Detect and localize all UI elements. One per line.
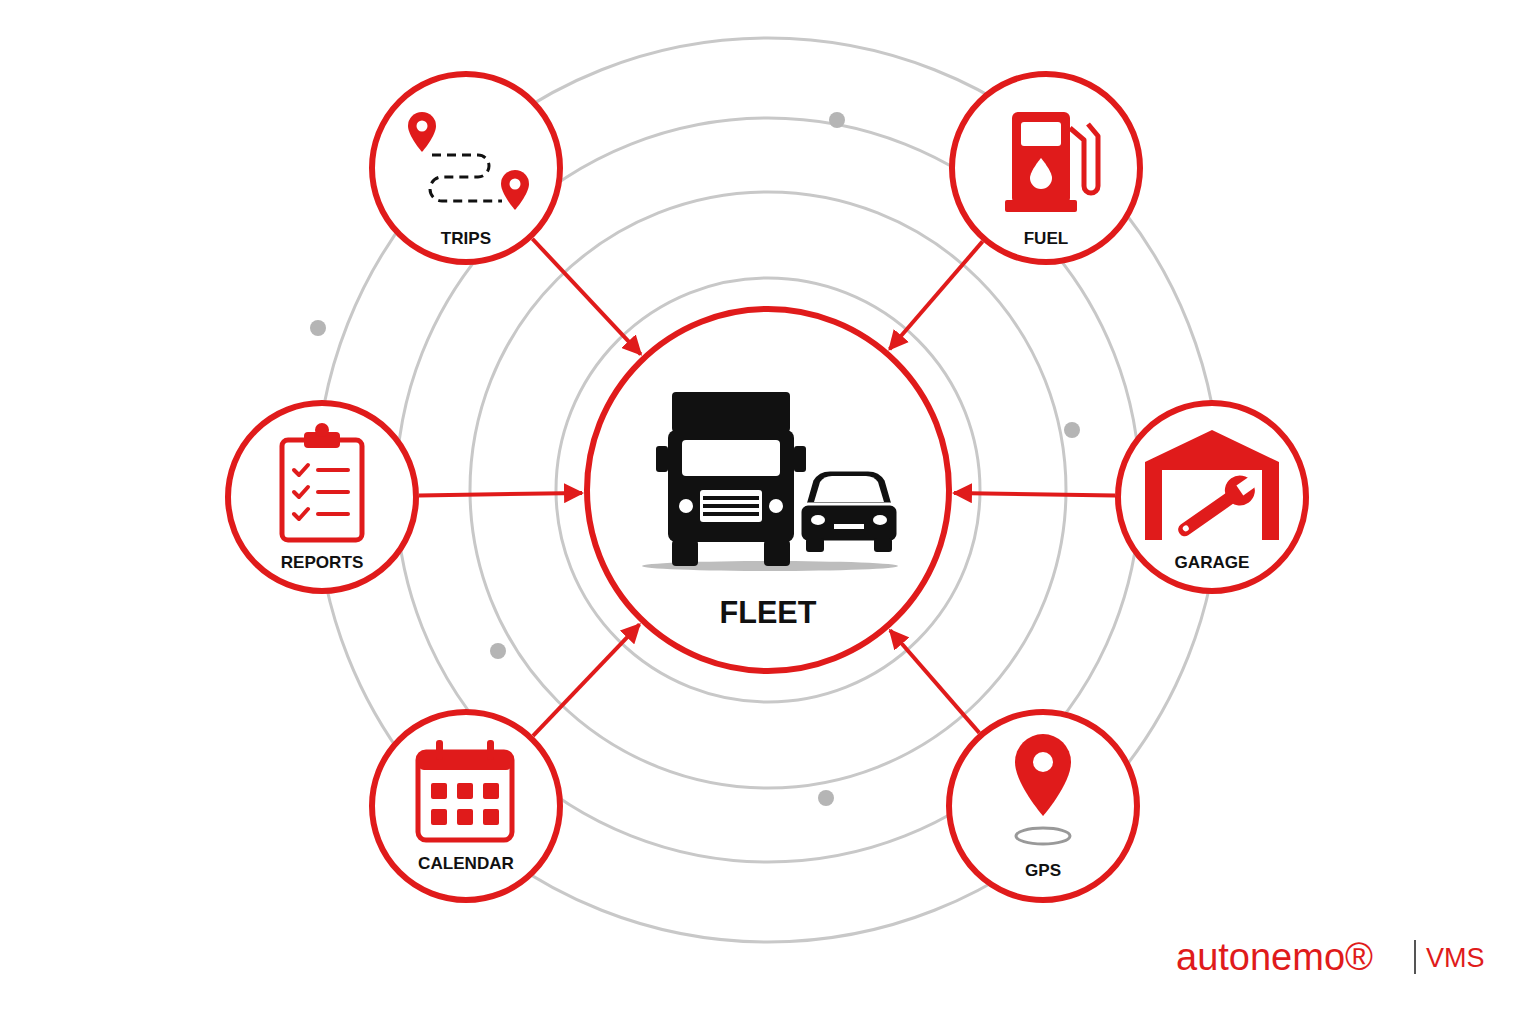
arrow-connector bbox=[954, 493, 1115, 496]
arrow-connector bbox=[532, 239, 640, 355]
node-label: TRIPS bbox=[375, 230, 557, 249]
gps-node: GPS bbox=[946, 709, 1140, 903]
gps-icon bbox=[1015, 734, 1071, 844]
node-label: REPORTS bbox=[231, 554, 413, 573]
trips-node: TRIPS bbox=[369, 71, 563, 265]
garage-node: GARAGE bbox=[1115, 400, 1309, 594]
orbit-rings bbox=[316, 38, 1220, 942]
arrow-connector bbox=[890, 241, 983, 349]
node-grounds bbox=[228, 74, 1306, 900]
reports-icon bbox=[282, 423, 362, 540]
node-label: FLEET bbox=[590, 596, 946, 630]
fleet-node: FLEET bbox=[584, 306, 952, 674]
calendar-icon bbox=[418, 740, 512, 840]
node-label: GPS bbox=[952, 862, 1134, 881]
fuel-node: FUEL bbox=[949, 71, 1143, 265]
arrow-connector bbox=[890, 630, 979, 733]
node-label: FUEL bbox=[955, 230, 1137, 249]
brand-logo: autonemo® bbox=[1176, 938, 1373, 976]
truck-illustration bbox=[642, 392, 898, 571]
node-label: GARAGE bbox=[1121, 554, 1303, 573]
reports-node: REPORTS bbox=[225, 400, 419, 594]
arrow-connector bbox=[419, 493, 582, 496]
node-label: CALENDAR bbox=[375, 855, 557, 874]
calendar-node: CALENDAR bbox=[369, 709, 563, 903]
garage-icon bbox=[1145, 430, 1279, 545]
logo-marks bbox=[1414, 940, 1416, 974]
arrow-connector bbox=[533, 624, 639, 735]
brand-product: VMS bbox=[1426, 945, 1485, 972]
trips-icon bbox=[408, 112, 529, 210]
car-illustration bbox=[800, 470, 898, 552]
fuel-icon bbox=[1005, 112, 1098, 212]
